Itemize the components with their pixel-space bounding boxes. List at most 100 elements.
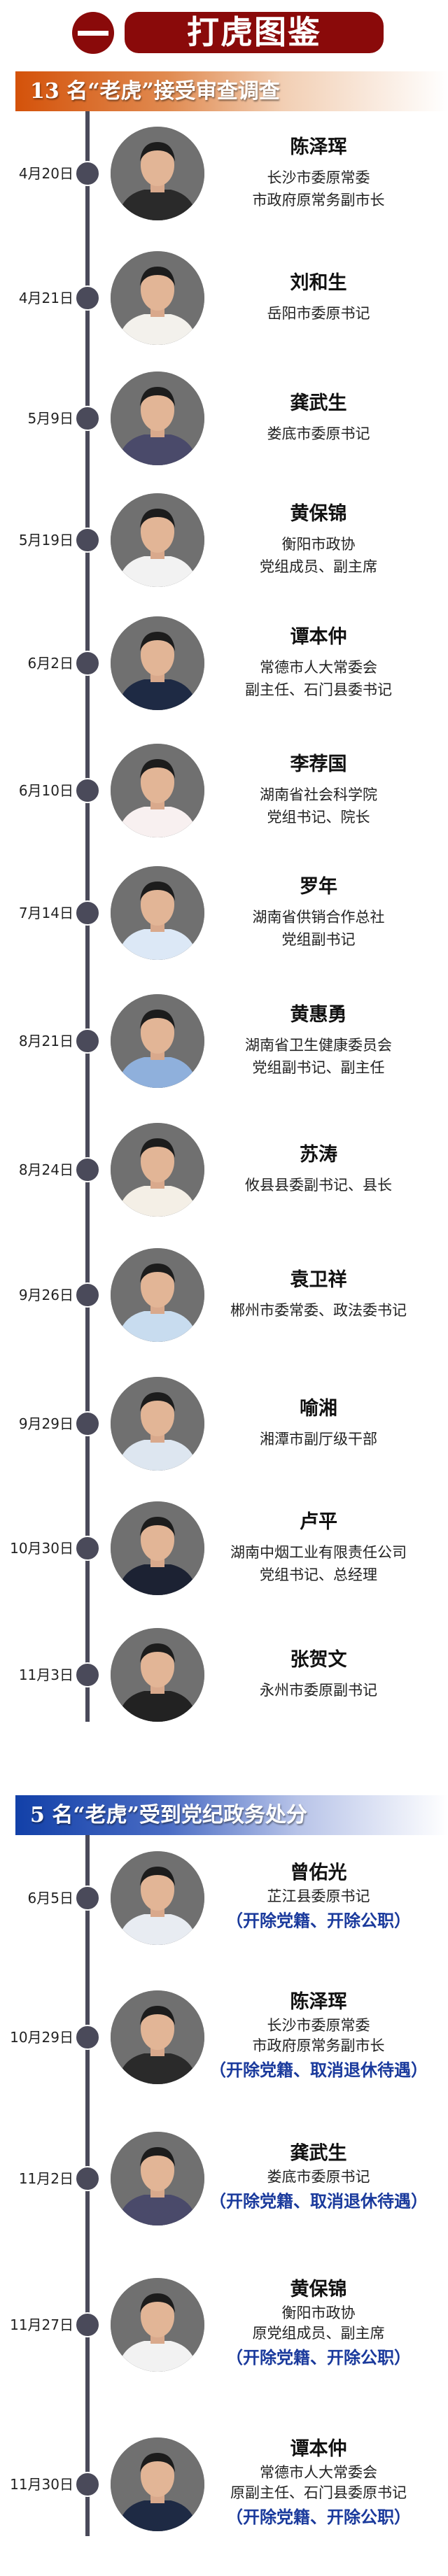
person-name: 喻湘 xyxy=(300,1398,337,1420)
entry-date: 4月20日 xyxy=(18,165,74,182)
entry-info: 陈泽珲长沙市委原常委市政府原常务副市长（开除党籍、取消退休待遇） xyxy=(209,1990,428,2084)
portrait-photo xyxy=(111,371,204,465)
entry-info: 龚武生娄底市委原书记 （开除党籍、取消退休待遇） xyxy=(209,2142,428,2216)
penalty-text: （开除党籍、开除公职） xyxy=(226,2507,411,2527)
person-role: 党组成员、副主席 xyxy=(260,558,377,575)
timeline-dot xyxy=(75,528,100,553)
person-name: 陈泽珲 xyxy=(290,1991,347,2013)
person-name: 张贺文 xyxy=(290,1649,347,1671)
person-name: 李荐国 xyxy=(290,753,347,775)
timeline-dot xyxy=(75,2166,100,2191)
person-role: 市政府原常务副市长 xyxy=(252,2037,385,2054)
person-role: 衡阳市政协 xyxy=(281,536,356,553)
person-name: 苏涛 xyxy=(300,1144,337,1166)
section-number-badge: 一 xyxy=(72,12,114,54)
person-role: 衡阳市政协 xyxy=(281,2305,356,2321)
person-name: 龚武生 xyxy=(290,392,347,414)
timeline-dot xyxy=(75,161,100,186)
entry-date: 11月3日 xyxy=(18,1666,74,1683)
timeline-dot xyxy=(75,1028,100,1054)
portrait-photo xyxy=(111,744,204,837)
person-role: 常德市人大常委会 xyxy=(260,2464,377,2481)
timeline-dot xyxy=(75,1157,100,1182)
portrait-photo xyxy=(111,1248,204,1342)
section1-heading: 13 名“老虎”接受审查调查 xyxy=(15,71,448,111)
person-role: 党组书记、总经理 xyxy=(260,1566,377,1583)
portrait-photo xyxy=(111,493,204,587)
timeline-dot xyxy=(75,285,100,311)
person-role: 湖南中烟工业有限责任公司 xyxy=(230,1544,407,1561)
portrait-photo xyxy=(111,1501,204,1595)
person-name: 黄保锦 xyxy=(290,503,347,525)
portrait-photo xyxy=(111,1123,204,1217)
timeline-dot xyxy=(75,1411,100,1436)
person-name: 黄保锦 xyxy=(290,2279,347,2300)
timeline-dot xyxy=(75,2472,100,2497)
person-role: 党组副书记 xyxy=(281,931,356,948)
entry-info: 罗年湖南省供销合作总社党组副书记 xyxy=(210,875,427,951)
person-name: 袁卫祥 xyxy=(290,1269,347,1291)
portrait-photo xyxy=(111,251,204,345)
entry-info: 李荐国湖南省社会科学院党组书记、院长 xyxy=(210,753,427,828)
person-role: 湘潭市副厅级干部 xyxy=(260,1431,377,1448)
person-role: 湖南省卫生健康委员会 xyxy=(245,1037,392,1054)
dash-glyph xyxy=(78,31,108,36)
entry-date: 8月24日 xyxy=(18,1161,74,1178)
entry-info: 陈泽珲长沙市委原常委市政府原常务副市长 xyxy=(210,136,427,211)
entry-date: 7月14日 xyxy=(18,905,74,921)
entry-date: 11月27日 xyxy=(10,2316,74,2333)
entry-date: 6月10日 xyxy=(18,782,74,799)
person-name: 谭本仲 xyxy=(290,626,347,648)
timeline-dot xyxy=(75,2025,100,2050)
person-role: 原党组成员、副主席 xyxy=(252,2325,385,2342)
timeline-dot xyxy=(75,651,100,676)
entry-date: 11月2日 xyxy=(18,2170,74,2187)
person-role: 常德市人大常委会 xyxy=(260,659,377,676)
page-title: 打虎图鉴 xyxy=(125,12,384,53)
entry-date: 9月26日 xyxy=(18,1287,74,1303)
penalty-text: （开除党籍、开除公职） xyxy=(226,1910,411,1931)
person-role: 攸县县委副书记、县长 xyxy=(245,1177,392,1194)
entry-date: 11月30日 xyxy=(10,2476,74,2493)
entry-date: 10月29日 xyxy=(10,2029,74,2046)
timeline-dot xyxy=(75,900,100,926)
timeline-dot xyxy=(75,406,100,431)
person-role: 长沙市委原常委 xyxy=(267,169,370,186)
portrait-photo xyxy=(111,1377,204,1471)
penalty-text: （开除党籍、取消退休待遇） xyxy=(209,2060,428,2080)
penalty-text: （开除党籍、取消退休待遇） xyxy=(209,2191,428,2211)
entry-info: 袁卫祥郴州市委常委、政法委书记 xyxy=(210,1268,427,1322)
portrait-photo xyxy=(111,2278,204,2372)
entry-info: 谭本仲常德市人大常委会副主任、石门县委书记 xyxy=(210,625,427,701)
entry-info: 龚武生娄底市委原书记 xyxy=(210,392,427,445)
person-name: 卢平 xyxy=(300,1511,337,1533)
portrait-photo xyxy=(111,2437,204,2531)
entry-date: 6月5日 xyxy=(27,1890,74,1906)
person-role: 岳阳市委原书记 xyxy=(267,305,370,322)
timeline-dot xyxy=(75,1662,100,1687)
person-role: 市政府原常务副市长 xyxy=(252,192,385,208)
entry-date: 6月2日 xyxy=(27,655,74,672)
portrait-photo xyxy=(111,1628,204,1722)
person-role: 郴州市委常委、政法委书记 xyxy=(230,1302,407,1319)
person-name: 谭本仲 xyxy=(290,2438,347,2460)
entry-date: 5月9日 xyxy=(27,410,74,427)
timeline-dot xyxy=(75,1282,100,1308)
person-name: 罗年 xyxy=(300,876,337,898)
person-role: 娄底市委原书记 xyxy=(267,2168,370,2186)
timeline-dot xyxy=(75,2312,100,2337)
entry-date: 8月21日 xyxy=(18,1033,74,1049)
portrait-photo xyxy=(111,127,204,220)
penalty-text: （开除党籍、开除公职） xyxy=(226,2347,411,2368)
timeline-dot xyxy=(75,1536,100,1561)
timeline-dot xyxy=(75,778,100,803)
entry-info: 张贺文永州市委原副书记 xyxy=(210,1648,427,1701)
person-name: 龚武生 xyxy=(290,2142,347,2165)
person-name: 黄惠勇 xyxy=(290,1004,347,1026)
entry-date: 5月19日 xyxy=(18,532,74,549)
entry-info: 刘和生岳阳市委原书记 xyxy=(210,271,427,325)
portrait-photo xyxy=(111,866,204,960)
entry-info: 谭本仲常德市人大常委会原副主任、石门县委原书记（开除党籍、开除公职） xyxy=(210,2437,427,2531)
person-role: 党组书记、院长 xyxy=(267,809,370,826)
entry-info: 黄保锦衡阳市政协党组成员、副主席 xyxy=(210,502,427,578)
